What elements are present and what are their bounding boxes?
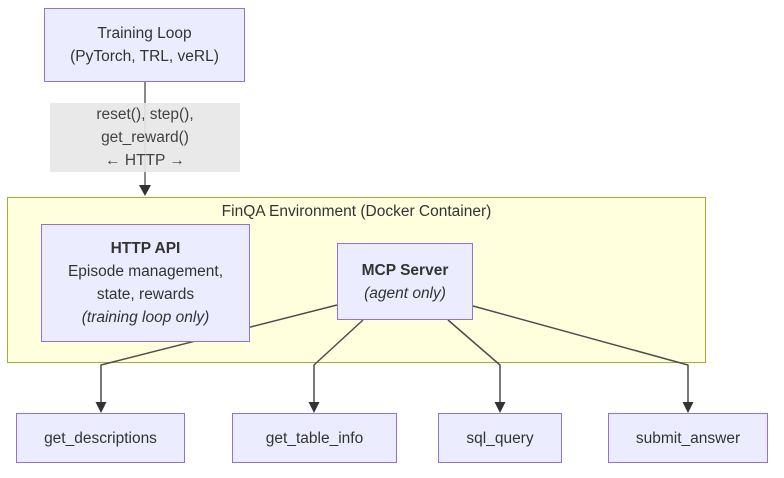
edge-label-line1: reset(), step(),: [96, 106, 194, 123]
tool-node-submit-answer: submit_answer: [608, 413, 768, 463]
tool-node-get-descriptions: get_descriptions: [16, 413, 185, 463]
mcp-server-title: MCP Server: [361, 261, 449, 279]
tool-label: get_descriptions: [44, 429, 157, 447]
finqa-container-title: FinQA Environment (Docker Container): [221, 203, 492, 220]
http-api-node: HTTP API Episode management, state, rewa…: [41, 224, 250, 342]
http-edge-label: reset(), step(), get_reward() ← HTTP →: [50, 103, 240, 172]
http-api-line2: state, rewards: [96, 286, 195, 303]
edge-label-http-arrows: ← HTTP →: [105, 152, 185, 169]
training-loop-title: Training Loop: [97, 25, 192, 42]
tool-label: submit_answer: [635, 429, 741, 447]
tool-node-get-table-info: get_table_info: [232, 413, 397, 463]
mcp-server-note: (agent only): [364, 284, 446, 302]
http-api-title: HTTP API: [110, 240, 181, 257]
training-loop-node: Training Loop (PyTorch, TRL, veRL): [44, 8, 245, 82]
http-api-note: (training loop only): [81, 309, 210, 326]
tool-label: get_table_info: [265, 429, 364, 447]
mcp-server-node: MCP Server (agent only): [337, 243, 473, 320]
edge-label-line2: get_reward(): [101, 129, 189, 146]
edge-mcp-to-get-table-info: [308, 319, 364, 413]
tool-node-sql-query: sql_query: [438, 413, 562, 463]
edge-mcp-to-submit-answer: [472, 305, 694, 413]
tool-label: sql_query: [466, 429, 534, 447]
training-loop-subtitle: (PyTorch, TRL, veRL): [70, 48, 219, 65]
edge-mcp-to-sql-query: [447, 319, 506, 413]
http-api-line1: Episode management,: [67, 263, 224, 280]
edge-mcp-to-get-descriptions: [95, 304, 338, 413]
